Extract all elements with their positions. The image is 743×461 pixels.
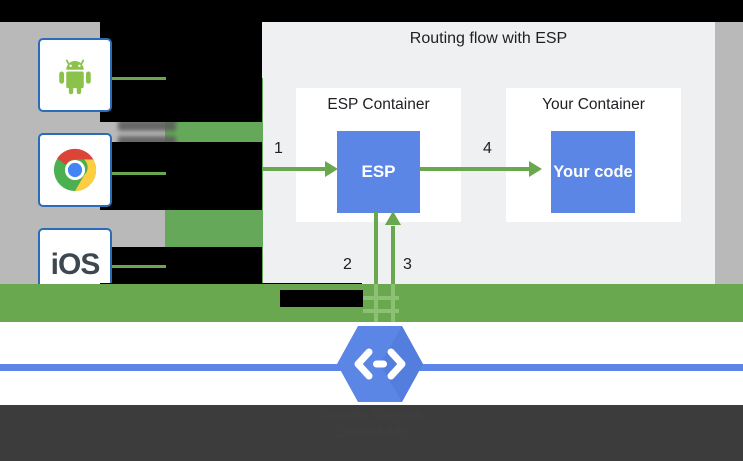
- redacted-label-2: [118, 136, 176, 147]
- arrow-3-head: [385, 211, 401, 225]
- service-caption-line-1: Google Service: [320, 406, 423, 423]
- step-number-4: 4: [483, 140, 492, 157]
- ios-label: iOS: [50, 248, 101, 281]
- client-tile-chrome[interactable]: [38, 133, 112, 207]
- arrow-3-line: [391, 226, 395, 322]
- your-container-title: Your Container: [542, 96, 645, 113]
- client-connector-chrome: [108, 172, 166, 175]
- android-icon: [59, 59, 91, 95]
- occlusion-block-e: [280, 290, 363, 307]
- occlusion-block-a: [100, 22, 262, 122]
- arrow-4-line: [420, 167, 531, 171]
- diagram-title: Routing flow with ESP: [409, 30, 568, 47]
- arrow-2-line: [374, 212, 378, 322]
- your-code-box: Your code: [551, 131, 635, 213]
- client-connector-android: [108, 77, 166, 80]
- right-gray-backdrop: [715, 22, 743, 284]
- api-code-hexagon-icon: [337, 326, 423, 402]
- step-number-1: 1: [274, 140, 283, 157]
- client-connector-ios: [108, 265, 166, 268]
- esp-container-title: ESP Container: [327, 96, 430, 113]
- occlusion-block-b: [100, 142, 262, 210]
- top-black-band: [0, 0, 743, 22]
- green-strip-notch-2: [363, 309, 399, 313]
- arrow-1-head: [325, 161, 338, 177]
- arrow-3-line-lower: [391, 284, 395, 322]
- redacted-label-1: [118, 120, 176, 131]
- chrome-icon: [53, 148, 97, 192]
- step-number-3: 3: [403, 256, 412, 273]
- service-caption-line-2: Control API: [333, 424, 410, 441]
- arrow-2-line-lower: [374, 284, 378, 322]
- step-number-2: 2: [343, 256, 352, 273]
- green-divider-strip: [0, 284, 743, 322]
- arrow-1-line: [263, 167, 327, 171]
- green-strip-notch-1: [363, 296, 399, 300]
- esp-box: ESP: [337, 131, 420, 213]
- dark-overlay-band: [0, 405, 743, 461]
- arrow-4-head: [529, 161, 542, 177]
- client-tile-android[interactable]: [38, 38, 112, 112]
